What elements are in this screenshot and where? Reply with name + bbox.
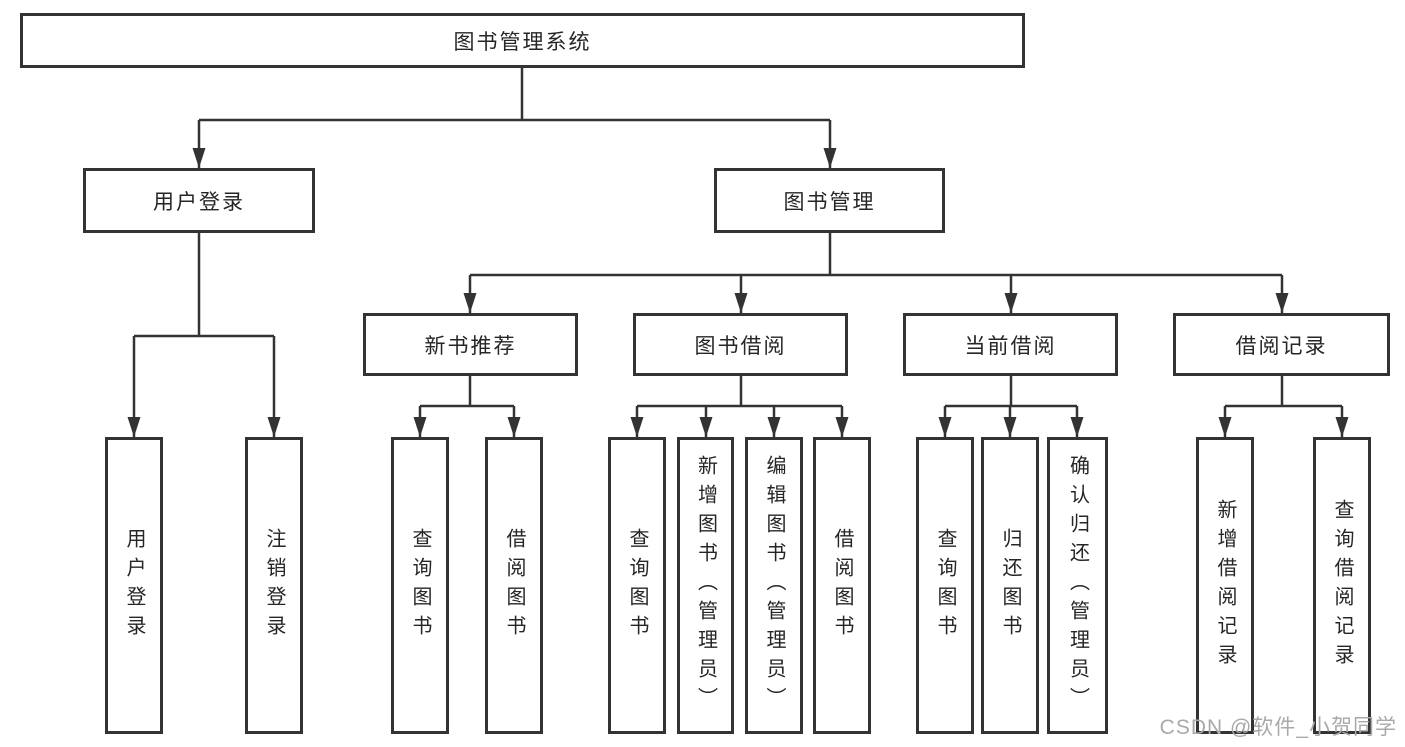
leaf-logout: 注销登录 (245, 437, 303, 734)
node-label: 用户登录 (123, 527, 145, 644)
node-root: 图书管理系统 (20, 13, 1025, 68)
edge-arrows (127, 120, 1349, 437)
node-label: 图书管理 (783, 190, 876, 214)
node-label: 查询图书 (934, 527, 956, 644)
node-label: 编辑图书（管理员） (763, 455, 785, 716)
node-label: 借阅记录 (1235, 334, 1328, 358)
leaf-query-books-borrow: 查询图书 (608, 437, 666, 734)
leaf-add-book-admin: 新增图书（管理员） (677, 437, 734, 734)
node-label: 借阅图书 (831, 527, 853, 644)
node-label: 注销登录 (263, 527, 285, 644)
leaf-query-books-recommend: 查询图书 (391, 437, 449, 734)
node-label: 新增图书（管理员） (694, 455, 717, 716)
node-new-book-recommendation: 新书推荐 (363, 313, 578, 376)
leaf-borrow-books-recommend: 借阅图书 (485, 437, 543, 734)
node-label: 查询图书 (409, 527, 431, 644)
leaf-add-borrow-record: 新增借阅记录 (1196, 437, 1254, 734)
node-label: 借阅图书 (503, 527, 525, 644)
node-label: 新增借阅记录 (1214, 498, 1236, 673)
leaf-query-borrow-record: 查询借阅记录 (1313, 437, 1371, 734)
node-current-borrowing: 当前借阅 (903, 313, 1118, 376)
node-label: 归还图书 (999, 527, 1021, 644)
leaf-edit-book-admin: 编辑图书（管理员） (745, 437, 803, 734)
node-label: 图书管理系统 (453, 30, 592, 54)
node-label: 新书推荐 (424, 334, 517, 358)
node-label: 查询图书 (626, 527, 648, 644)
node-borrowing-records: 借阅记录 (1173, 313, 1390, 376)
leaf-borrow-books: 借阅图书 (813, 437, 871, 734)
leaf-user-login: 用户登录 (105, 437, 163, 734)
node-book-borrowing: 图书借阅 (633, 313, 848, 376)
node-label: 图书借阅 (694, 334, 787, 358)
node-user-login: 用户登录 (83, 168, 315, 233)
node-label: 查询借阅记录 (1331, 498, 1353, 673)
node-label: 用户登录 (153, 190, 245, 214)
node-label: 确认归还（管理员） (1066, 455, 1089, 716)
edge-trunks (134, 68, 1342, 408)
csdn-watermark: CSDN @软件_小贺同学 (1159, 716, 1397, 739)
leaf-confirm-return-admin: 确认归还（管理员） (1047, 437, 1108, 734)
node-label: 当前借阅 (964, 334, 1057, 358)
leaf-query-books-current: 查询图书 (916, 437, 974, 734)
node-book-management: 图书管理 (714, 168, 945, 233)
leaf-return-books: 归还图书 (981, 437, 1039, 734)
